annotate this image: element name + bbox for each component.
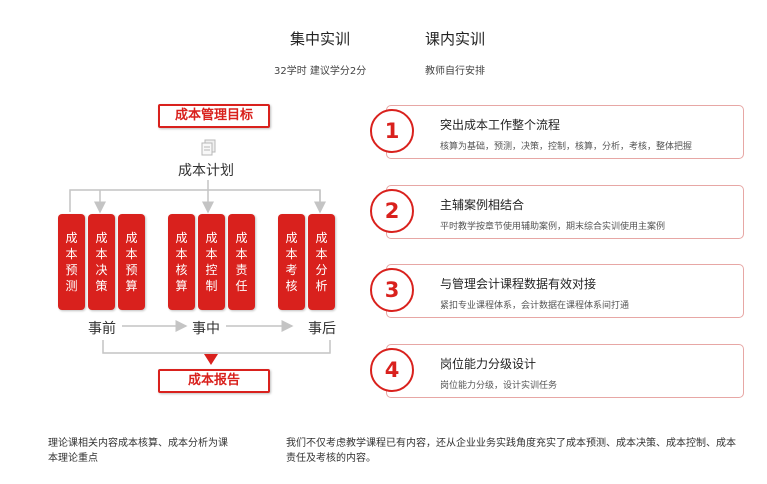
bottom-left-note: 理论课相关内容成本核算、成本分析为课本理论重点 — [48, 438, 228, 464]
bar-cost-analysis: 成本分析 — [308, 214, 335, 310]
triangle-down-icon — [204, 354, 218, 365]
bar-cost-control: 成本控制 — [198, 214, 225, 310]
bar-label: 成本控制 — [205, 231, 218, 293]
card-number-badge: 2 — [370, 189, 414, 233]
bottom-right-note: 我们不仅考虑教学课程已有内容，还从企业业务实践角度充实了成本预测、成本决策、成本… — [286, 438, 736, 464]
bar-cost-budget: 成本预算 — [118, 214, 145, 310]
bar-label: 成本预测 — [65, 231, 78, 293]
feature-card-2 — [386, 185, 744, 239]
bar-label: 成本考核 — [285, 231, 298, 293]
stage-during: 事中 — [192, 321, 220, 337]
card-number-badge: 4 — [370, 348, 414, 392]
concentrated-training-subtitle: 32学时 建议学分2分 — [274, 66, 367, 77]
card-description: 核算为基础，预测，决策，控制，核算，分析，考核，整体把握 — [440, 142, 693, 152]
bar-label: 成本决策 — [95, 231, 108, 293]
card-description: 岗位能力分级，设计实训任务 — [440, 381, 558, 391]
bar-cost-decision: 成本决策 — [88, 214, 115, 310]
card-description: 平时教学按章节使用辅助案例，期末综合实训使用主案例 — [440, 222, 666, 232]
in-class-training-title: 课内实训 — [425, 30, 486, 48]
card-number-badge: 3 — [370, 268, 414, 312]
card-title: 突出成本工作整个流程 — [440, 118, 561, 132]
card-number-badge: 1 — [370, 109, 414, 153]
bar-cost-accounting: 成本核算 — [168, 214, 195, 310]
feature-card-1 — [386, 105, 744, 159]
stage-before: 事前 — [88, 321, 116, 337]
cost-management-goal-box: 成本管理目标 — [158, 104, 270, 128]
cost-plan-label: 成本计划 — [178, 163, 234, 179]
card-description: 紧扣专业课程体系，会计数据在课程体系间打通 — [440, 301, 630, 311]
feature-card-3 — [386, 264, 744, 318]
stage-after: 事后 — [308, 321, 336, 337]
card-title: 与管理会计课程数据有效对接 — [440, 277, 597, 291]
cost-report-box: 成本报告 — [158, 369, 270, 393]
bar-label: 成本分析 — [315, 231, 328, 293]
concentrated-training-title: 集中实训 — [290, 30, 351, 48]
card-title: 岗位能力分级设计 — [440, 357, 537, 371]
bar-cost-responsibility: 成本责任 — [228, 214, 255, 310]
bar-label: 成本责任 — [235, 231, 248, 293]
bar-cost-forecast: 成本预测 — [58, 214, 85, 310]
card-title: 主辅案例相结合 — [440, 198, 525, 212]
bar-cost-assessment: 成本考核 — [278, 214, 305, 310]
bar-label: 成本核算 — [175, 231, 188, 293]
document-stack-icon — [201, 139, 216, 156]
feature-card-4 — [386, 344, 744, 398]
bar-label: 成本预算 — [125, 231, 138, 293]
in-class-training-subtitle: 教师自行安排 — [425, 66, 485, 77]
